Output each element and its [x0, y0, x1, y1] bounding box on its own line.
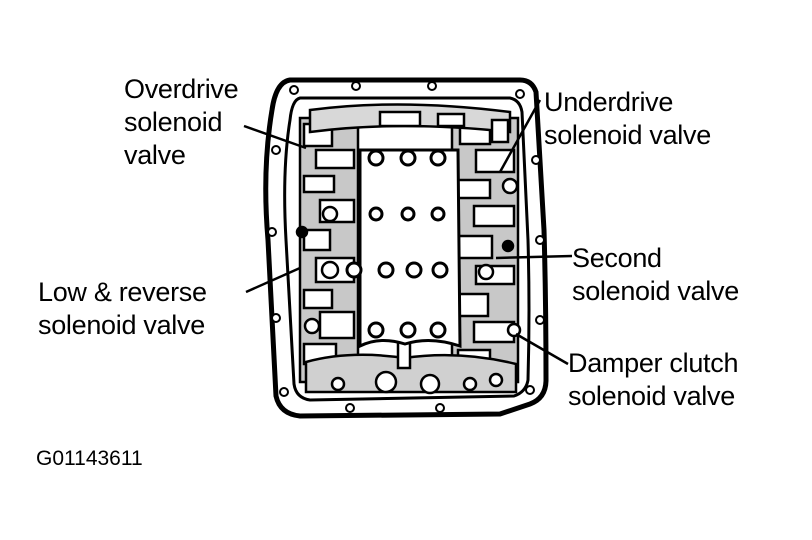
- overdrive-label-line-1: Overdrive: [124, 74, 239, 104]
- overdrive-label-line-2: solenoid: [124, 107, 223, 137]
- overdrive-label-line-3: valve: [124, 140, 186, 170]
- top-passage-strip: [308, 103, 512, 144]
- bottom-passage-strip: [304, 318, 518, 395]
- damper-label-line-1: Damper clutch: [568, 348, 739, 378]
- second-solenoid-label: Second solenoid valve: [572, 242, 739, 308]
- valve-body-outline: [263, 77, 549, 419]
- leader-lines: [243, 99, 573, 366]
- flange-bolt-holes: [267, 81, 545, 413]
- overdrive-solenoid-label: Overdrive solenoid valve: [124, 73, 239, 172]
- damper-clutch-solenoid-label: Damper clutch solenoid valve: [568, 347, 738, 413]
- separator-plate: [358, 148, 462, 349]
- underdrive-label-line-1: Underdrive: [544, 87, 674, 117]
- underdrive-solenoid-label: Underdrive solenoid valve: [544, 86, 711, 152]
- low-reverse-solenoid-label: Low & reverse solenoid valve: [38, 276, 207, 342]
- figure-id: G01143611: [36, 447, 143, 470]
- right-valve-column: [450, 116, 522, 384]
- damper-label-line-2: solenoid valve: [568, 381, 735, 411]
- plate-holes: [345, 149, 449, 339]
- underdrive-label-line-2: solenoid valve: [544, 120, 711, 150]
- second-label-line-2: solenoid valve: [572, 276, 739, 306]
- low-reverse-label-line-1: Low & reverse: [38, 277, 207, 307]
- left-valve-column: [295, 116, 360, 384]
- low-reverse-label-line-2: solenoid valve: [38, 310, 205, 340]
- second-label-line-1: Second: [572, 243, 662, 273]
